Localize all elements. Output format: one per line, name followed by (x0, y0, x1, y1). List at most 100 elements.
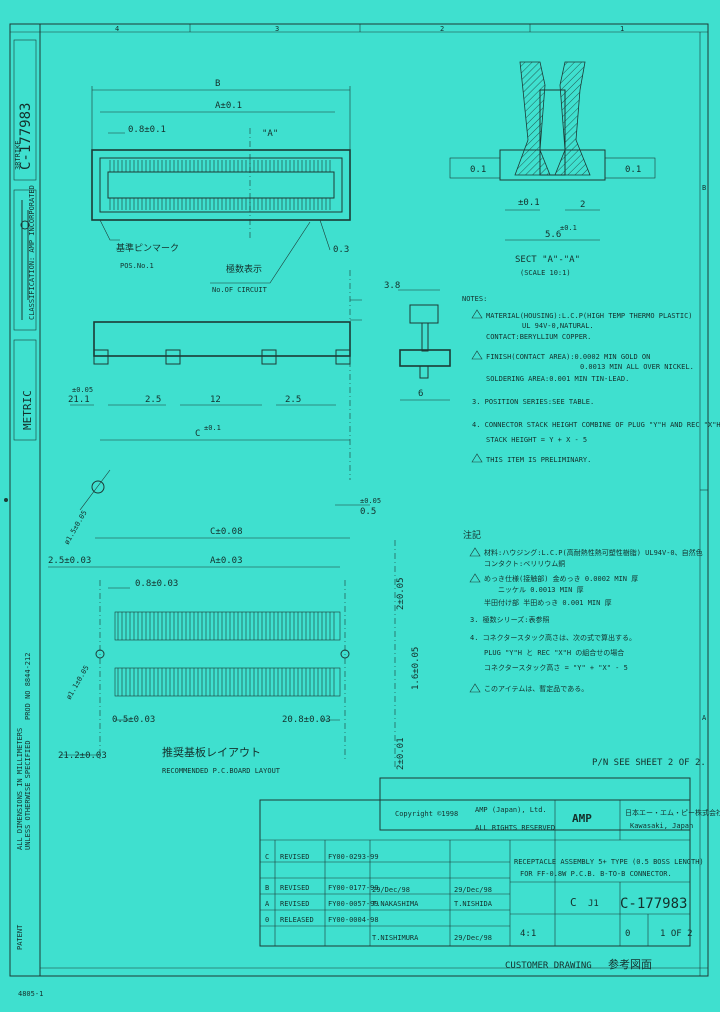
footer-left-code: 4805-1 (18, 990, 43, 998)
approver-date: 29/Dec/98 (454, 934, 492, 942)
section-title: SECT "A"-"A" (515, 255, 580, 265)
note-jp-3: 3. 極数シリーズ:表参照 (470, 615, 550, 624)
side-stamp-column: C-177983 3RTRIKE CLASSIFICATION: AMP INC… (4, 39, 43, 998)
row-label: A (702, 714, 707, 722)
rev-desc: REVISED (280, 853, 310, 861)
revision-table: C REVISED FY00-0293-99 B REVISED FY00-01… (260, 840, 510, 946)
dim-25a: 2.5 (145, 395, 161, 405)
dim-16: 1.6±0.05 (411, 647, 421, 690)
dim-a: A±0.1 (215, 101, 242, 111)
rev-ec: FY00-0293-99 (328, 853, 379, 861)
note-jp-4: 4. コネクタースタック高さは、次の式で算出する。 (470, 633, 636, 642)
pn-note: P/N SEE SHEET 2 OF 2. (592, 758, 706, 768)
product-number: PROD NO 8844-212 (24, 653, 32, 720)
dim-05-pcb: 0.5±0.03 (112, 715, 155, 725)
flat-label-right: 0.1 (625, 165, 641, 175)
footer-label-jp: 参考図面 (608, 957, 652, 971)
dimension-note: ALL DIMENSIONS IN MILLIMETERS (16, 728, 24, 850)
sheet-frame: 4 3 2 1 B A (9, 23, 709, 977)
pcb-title-en: RECOMMENDED P.C.BOARD LAYOUT (162, 767, 281, 775)
rev-letter: 0 (265, 916, 269, 924)
dim-25: 2.5±0.03 (48, 556, 91, 566)
note-2b: 0.0013 MIN ALL OVER NICKEL. (580, 363, 694, 371)
copyright-1: Copyright ©1998 (395, 810, 458, 818)
dim-05: 0.5 (360, 507, 376, 517)
dim-c: C (195, 429, 200, 439)
rev-desc: RELEASED (280, 916, 314, 924)
notes-header: NOTES: (462, 295, 487, 303)
copyright-3: ALL RIGHTS RESERVED (475, 824, 555, 832)
dim-212: 21.2±0.03 (58, 751, 107, 761)
footer-label: CUSTOMER DRAWING (505, 961, 592, 971)
flat-label-left: 0.1 (470, 165, 486, 175)
sect-dim-1: ±0.1 (518, 198, 540, 208)
section-scale: (SCALE 10:1) (520, 269, 571, 277)
section-view: 0.1 0.1 ±0.1 2 5.6 ±0.1 SECT "A"-"A" (SC… (449, 61, 656, 277)
dim-c-tol: ±0.1 (204, 424, 221, 432)
dim-03: 0.3 (333, 245, 349, 255)
rev-letter: A (265, 900, 270, 908)
company-jp: 日本エー・エム・ピー株式会社 (625, 808, 720, 817)
dim-25b: 2.5 (285, 395, 301, 405)
note-jp-5: このアイテムは、暫定品である。 (484, 684, 588, 693)
note-jp-4c: コネクタースタック高さ = "Y" + "X" - 5 (484, 663, 628, 672)
rev-ec: FY00-0057-99 (328, 900, 379, 908)
size: C (570, 896, 577, 909)
pcb-layout: C±0.08 2.5±0.03 A±0.03 0.8±0.03 0.5±0.03… (48, 527, 421, 775)
sect-dim-56: 5.6 (545, 230, 561, 240)
dim-21: 21.1 (68, 395, 90, 405)
side-view: 21.1 ±0.05 2.5 12 2.5 C ±0.1 ±0.05 0.5 ø… (63, 270, 451, 546)
zone-label: 3 (275, 25, 279, 33)
note-4b: STACK HEIGHT = Y + X - 5 (486, 436, 587, 444)
note-jp-2c: 半田付け部 半田めっき 0.001 MIN 厚 (484, 598, 612, 607)
rev-desc: REVISED (280, 884, 310, 892)
dim-005: ±0.05 (72, 386, 93, 394)
top-view: B A±0.1 0.8±0.1 "A" 基準ピンマーク POS.No.1 0.3… (91, 79, 351, 294)
dim-08: 0.8±0.03 (135, 579, 178, 589)
note-3: 3. POSITION SERIES:SEE TABLE. (472, 398, 594, 406)
pos1-label-jp: 基準ピンマーク (116, 242, 179, 254)
dim-208: 20.8±0.03 (282, 715, 331, 725)
drafter-name: T.NAKASHIMA (372, 900, 419, 908)
note-jp-2b: ニッケル 0.0013 MIN 厚 (498, 586, 584, 594)
zone-label: 2 (440, 25, 444, 33)
dim-12: 12 (210, 395, 221, 405)
dim-6: 6 (418, 389, 423, 399)
dim-38: 3.8 (384, 281, 400, 291)
notes-jp-header: 注記 (463, 529, 481, 541)
copyright-2: AMP (Japan), Ltd. (475, 806, 547, 814)
patent-label: PATENT (16, 924, 24, 950)
amp-side-logo: CLASSIFICATION: AMP INCORPORATED (20, 185, 36, 320)
dim-c008: C±0.08 (210, 527, 243, 537)
company-logo: AMP (572, 812, 592, 825)
checker-name: T.NISHIDA (454, 900, 493, 908)
note-jp-4b: PLUG "Y"H と REC "X"H の組合せの場合 (484, 648, 624, 657)
title-block: Copyright ©1998 AMP (Japan), Ltd. ALL RI… (259, 777, 720, 947)
pcb-title-jp: 推奨基板レイアウト (162, 745, 261, 759)
hole-dim: ø1.1±0.05 (65, 664, 91, 701)
approver-name: T.NISHIMURA (372, 934, 419, 942)
weight: 0 (625, 929, 630, 939)
row-label: B (702, 184, 706, 192)
rev-ec: FY00-0004-98 (328, 916, 379, 924)
note-2c: SOLDERING AREA:0.001 MIN TIN-LEAD. (486, 375, 629, 383)
dim-2005: 2±0.05 (396, 577, 406, 610)
note-1c: CONTACT:BERYLLIUM COPPER. (486, 333, 591, 341)
metric-stamp: METRIC (21, 390, 34, 430)
sect-dim-2: 2 (580, 200, 585, 210)
dim-2101: 2±0.01 (396, 737, 406, 770)
sheet-number: 1 OF 2 (660, 929, 693, 939)
note-4: 4. CONNECTOR STACK HEIGHT COMBINE OF PLU… (472, 421, 720, 429)
zone-label: 1 (620, 25, 624, 33)
company-city: Kawasaki, Japan (630, 822, 693, 830)
dim-a-pcb: A±0.03 (210, 556, 243, 566)
dia-hole: ø1.5±0.05 (63, 509, 89, 546)
checker-date: 29/Dec/98 (454, 886, 492, 894)
note-5: THIS ITEM IS PRELIMINARY. (486, 456, 591, 464)
dim-b: B (215, 79, 220, 89)
dim-pitch: 0.8±0.1 (128, 125, 166, 135)
pcb-pads-row (117, 612, 335, 696)
pos1-label-en: POS.No.1 (120, 262, 154, 270)
rev-letter: B (265, 884, 269, 892)
